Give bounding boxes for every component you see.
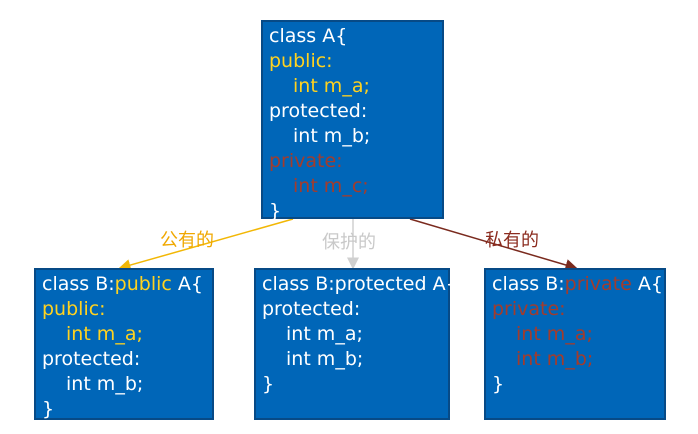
class-b-prefix: class B: [492, 273, 565, 295]
class-b-header: class B:protected A{ [262, 272, 458, 297]
base-class-a-box: class A{ public: int m_a; protected: int… [261, 20, 444, 222]
inheritance-mode: private [564, 273, 632, 295]
private-label: private: [492, 298, 566, 320]
member-m-b: int m_b; [66, 373, 144, 395]
member-m-c: int m_c; [293, 175, 369, 197]
public-arrow [118, 218, 294, 271]
public-derived-class-box: class B:public A{ public: int m_a; prote… [34, 268, 214, 420]
private-arrow [409, 218, 578, 271]
private-label: private: [269, 150, 343, 172]
member-m-b: int m_b; [286, 348, 364, 370]
private-derived-class-box: class B:private A{ private: int m_a; int… [484, 268, 666, 420]
closing-brace: } [42, 398, 55, 420]
member-m-a: int m_a; [286, 323, 363, 345]
inheritance-mode: public [114, 273, 172, 295]
class-b-suffix: A{ [426, 273, 458, 295]
class-b-header: class B:private A{ [492, 272, 664, 297]
class-b-suffix: A{ [171, 273, 203, 295]
closing-brace: } [269, 200, 282, 222]
class-b-suffix: A{ [631, 273, 663, 295]
class-b-header: class B:public A{ [42, 272, 212, 297]
class-a-header: class A{ [269, 25, 348, 47]
member-m-b: int m_b; [516, 348, 594, 370]
class-b-prefix: class B: [262, 273, 335, 295]
closing-brace: } [492, 373, 505, 395]
inheritance-mode: protected [334, 273, 427, 295]
member-m-a: int m_a; [66, 323, 143, 345]
public-inheritance-label: 公有的 [160, 230, 214, 251]
protected-derived-class-box: class B:protected A{ protected: int m_a;… [254, 268, 458, 420]
public-label: public: [269, 50, 333, 72]
protected-inheritance-label: 保护的 [322, 232, 376, 253]
member-m-b: int m_b; [293, 125, 371, 147]
closing-brace: } [262, 373, 275, 395]
member-m-a: int m_a; [516, 323, 593, 345]
member-m-a: int m_a; [293, 75, 370, 97]
protected-label: protected: [42, 348, 141, 370]
public-label: public: [42, 298, 106, 320]
class-b-prefix: class B: [42, 273, 115, 295]
protected-label: protected: [262, 298, 361, 320]
private-inheritance-label: 私有的 [485, 230, 539, 251]
protected-label: protected: [269, 100, 368, 122]
